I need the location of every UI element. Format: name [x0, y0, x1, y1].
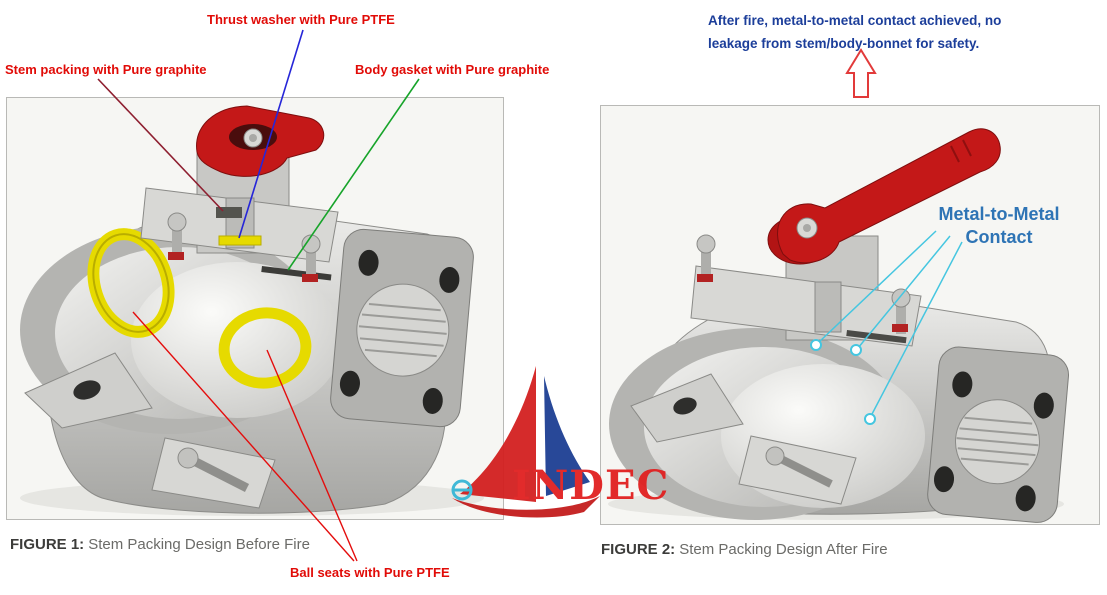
ball-seats-label: Ball seats with Pure PTFE [290, 565, 450, 580]
thrust-washer-label: Thrust washer with Pure PTFE [207, 12, 395, 27]
after-fire-note-line1: After fire, metal-to-metal contact achie… [708, 13, 1002, 28]
bottom-bracket [630, 373, 857, 505]
figure1-caption-text: Stem Packing Design Before Fire [88, 536, 310, 553]
figure2-panel [600, 105, 1100, 525]
figure2-caption-label: FIGURE 2: [601, 541, 676, 558]
stem-packing-part [216, 207, 242, 218]
valve-handle [767, 128, 1001, 265]
right-flange [330, 228, 474, 428]
body-gasket-label: Body gasket with Pure graphite [355, 62, 550, 77]
metal-contact-label: Metal-to-Metal Contact [938, 204, 1060, 247]
after-fire-note: After fire, metal-to-metal contact achie… [708, 9, 1001, 55]
thrust-washer-part [218, 235, 262, 246]
figure1-caption: FIGURE 1:Stem Packing Design Before Fire [10, 536, 310, 553]
figure2-caption-text: Stem Packing Design After Fire [679, 541, 888, 558]
logo-blue-sail [544, 376, 590, 496]
up-arrow-icon [845, 48, 877, 98]
valve-after-fire-illustration [601, 106, 1099, 524]
stem-packing-label: Stem packing with Pure graphite [5, 62, 207, 77]
figure1-caption-label: FIGURE 1: [10, 536, 85, 553]
valve-before-fire-illustration [7, 98, 503, 519]
figure2-caption: FIGURE 2:Stem Packing Design After Fire [601, 541, 888, 558]
right-flange [927, 346, 1070, 523]
figure1-panel [6, 97, 504, 520]
after-fire-note-line2: leakage from stem/body-bonnet for safety… [708, 36, 980, 51]
